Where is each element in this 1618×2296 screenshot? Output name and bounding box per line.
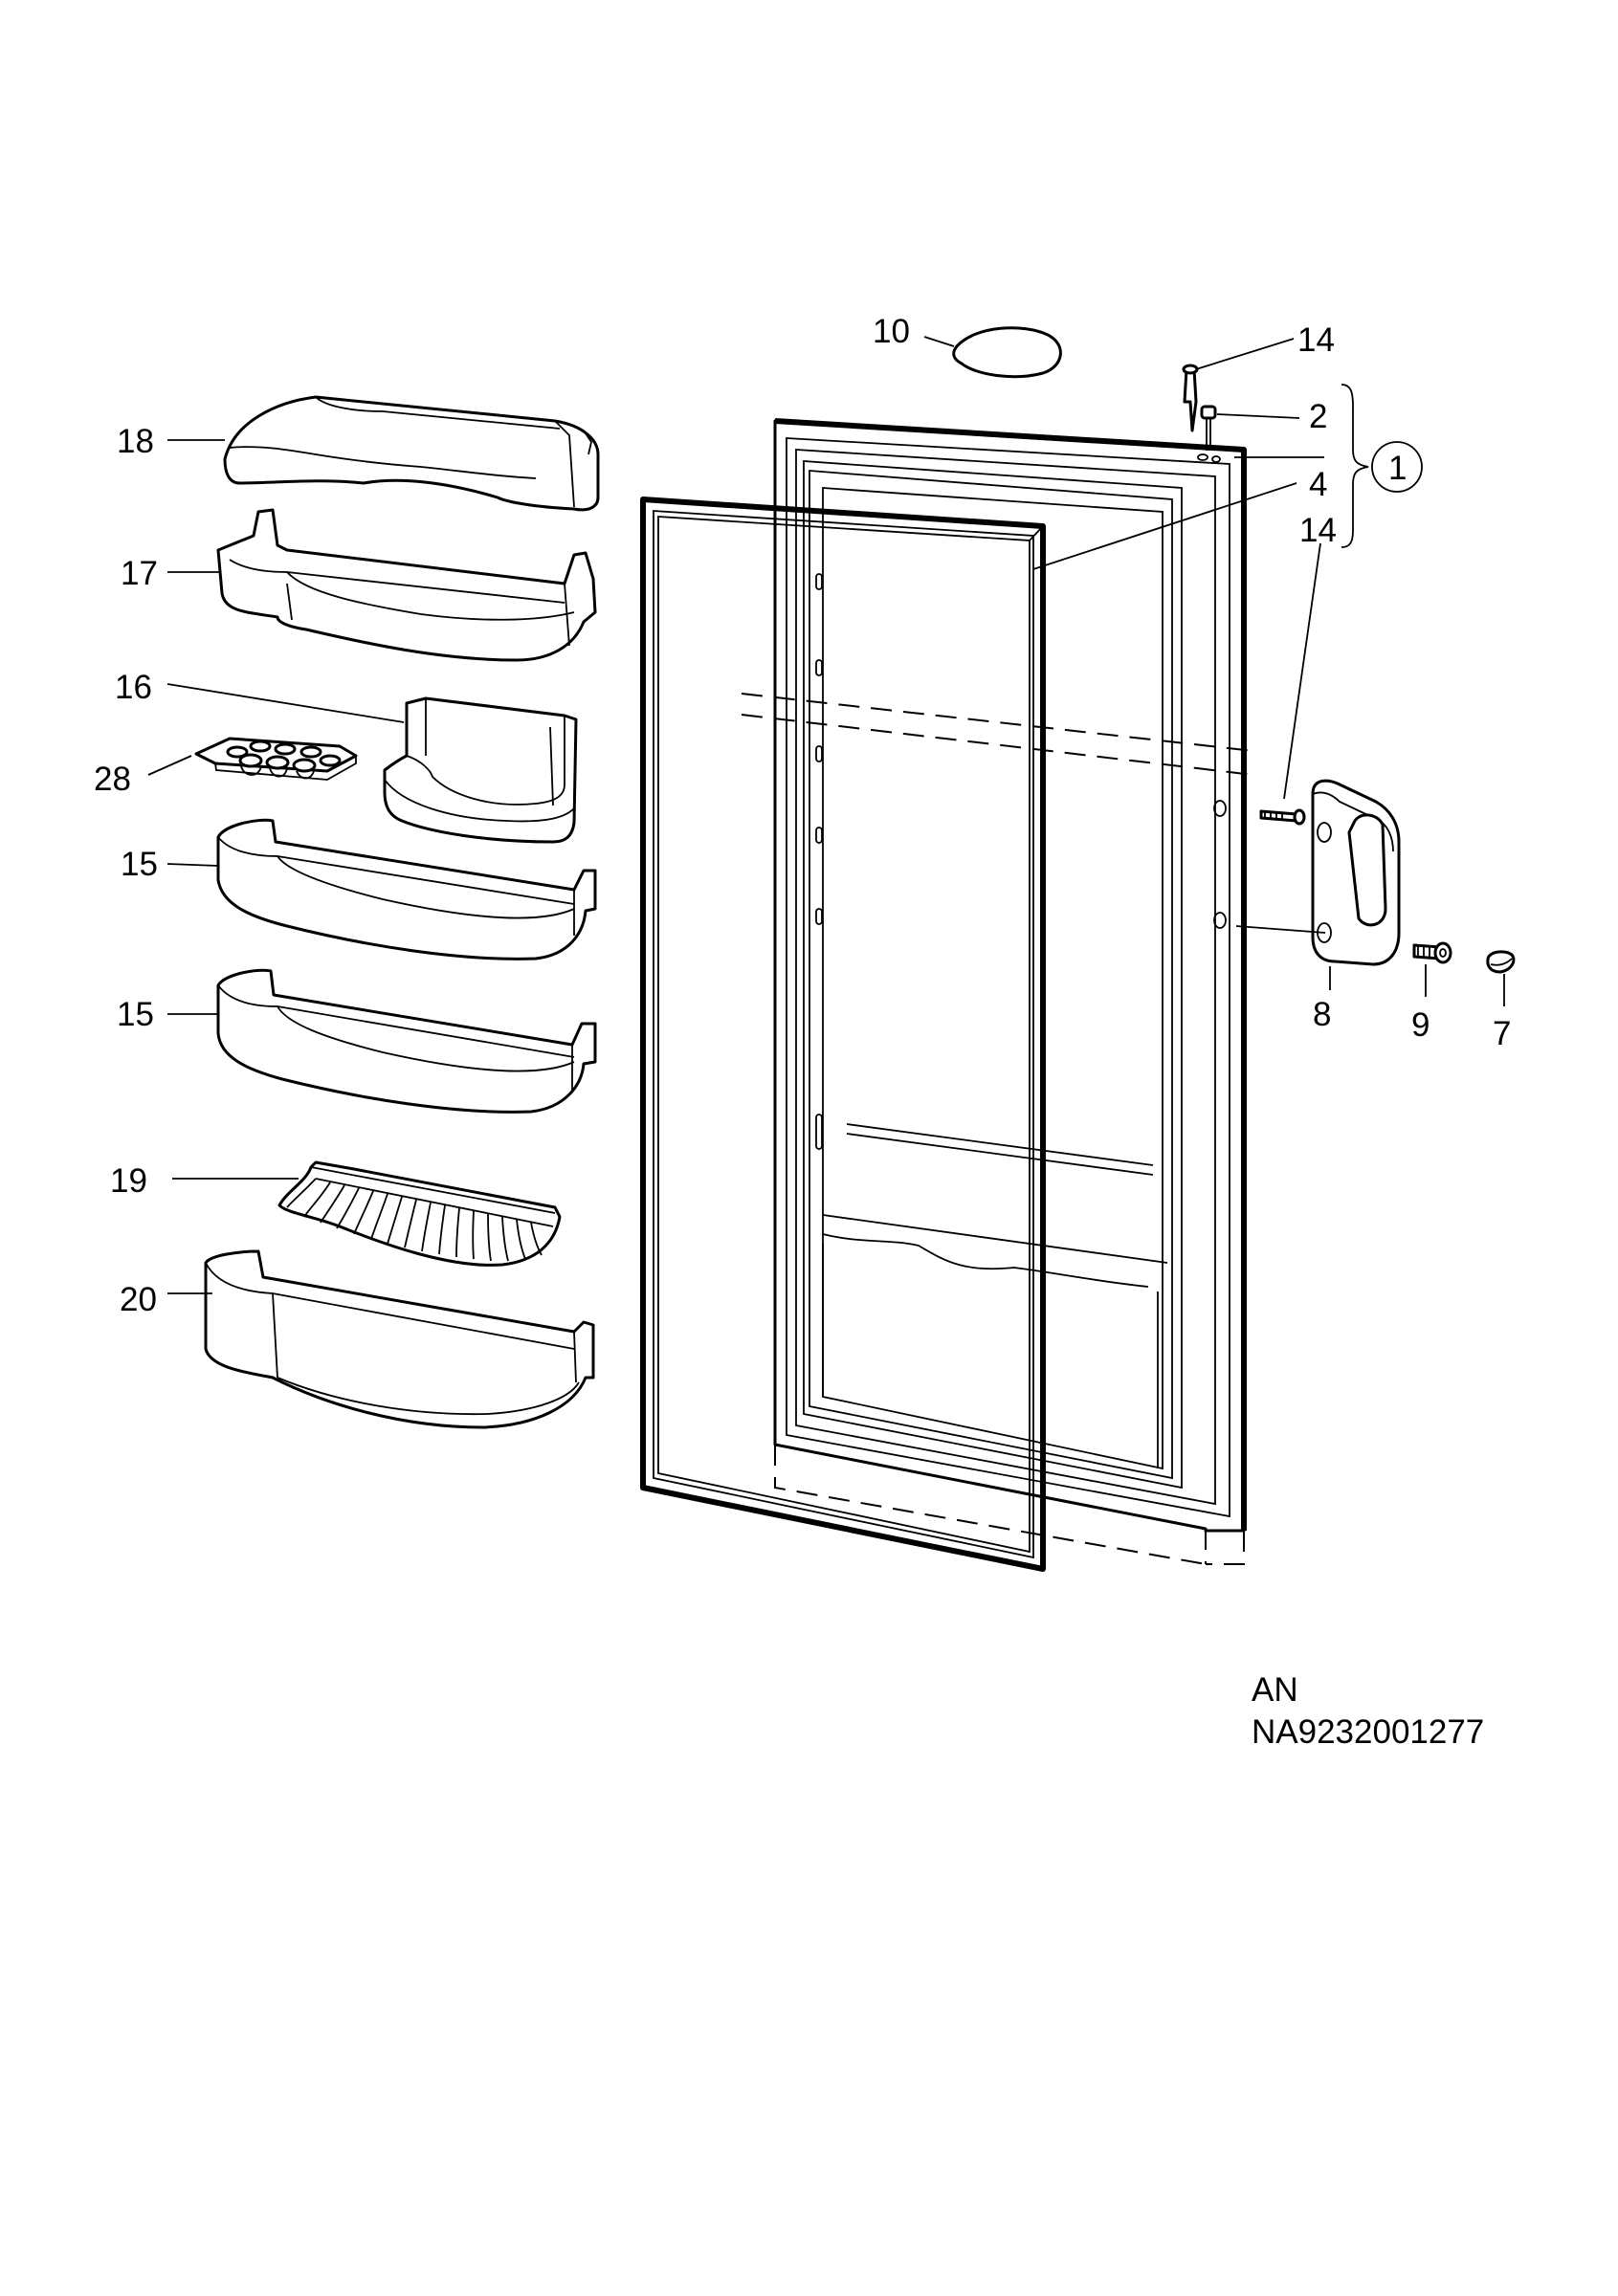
callout-9: 9 [1411, 1006, 1430, 1044]
lid-cover-10 [952, 326, 1062, 379]
callout-15-lower: 15 [117, 996, 154, 1033]
handle-mount-hole-upper [1213, 800, 1227, 817]
bottle-divider-19 [277, 1160, 562, 1267]
callout-17: 17 [121, 555, 158, 592]
door-gasket [640, 497, 1046, 1572]
callout-18: 18 [117, 423, 154, 460]
door-shelf-20 [204, 1249, 595, 1429]
egg-tray-28 [194, 737, 358, 781]
callout-14-top: 14 [1297, 321, 1335, 359]
drawing-reference: AN NA9232001277 [1252, 1671, 1484, 1751]
callout-8: 8 [1313, 996, 1331, 1033]
assembly-circle [1371, 441, 1423, 493]
callout-28: 28 [94, 761, 131, 798]
cut-section-lines [741, 693, 1254, 1565]
door-shelf-15-upper [216, 818, 597, 960]
handle-screw-9 [1412, 941, 1452, 964]
door-inner-panel [773, 418, 1247, 1533]
callout-labels: 10 14 2 1 4 14 18 17 16 28 15 15 19 20 8… [94, 313, 1511, 1318]
callout-1: 1 [1388, 450, 1407, 487]
small-bin-16 [383, 696, 578, 844]
door-shelf-15-lower [216, 968, 597, 1114]
drawing-code: AN [1252, 1671, 1298, 1709]
callout-2: 2 [1309, 398, 1327, 435]
callout-15-upper: 15 [121, 846, 158, 883]
drawing-number: NA9232001277 [1252, 1713, 1484, 1751]
dairy-lid-18 [223, 395, 600, 512]
hinge-screw [1200, 405, 1217, 451]
handle-screw-upper [1259, 808, 1306, 826]
divider-ribs [286, 1178, 543, 1262]
handle-mount-hole-lower [1213, 912, 1227, 929]
callout-20: 20 [120, 1281, 157, 1318]
callout-14-mid: 14 [1299, 512, 1337, 549]
callout-16: 16 [115, 669, 152, 706]
callout-10: 10 [873, 313, 910, 350]
callout-4: 4 [1309, 466, 1327, 503]
leader-lines [147, 336, 1505, 1294]
callout-7: 7 [1493, 1015, 1511, 1052]
callout-19: 19 [110, 1162, 147, 1200]
door-clip-slots [815, 573, 823, 1150]
door-shelf-17 [216, 508, 597, 662]
assembly-brace [1341, 384, 1369, 548]
hinge-pin [1182, 364, 1199, 432]
door-handle [1311, 779, 1401, 966]
screw-cap-7 [1486, 950, 1516, 974]
